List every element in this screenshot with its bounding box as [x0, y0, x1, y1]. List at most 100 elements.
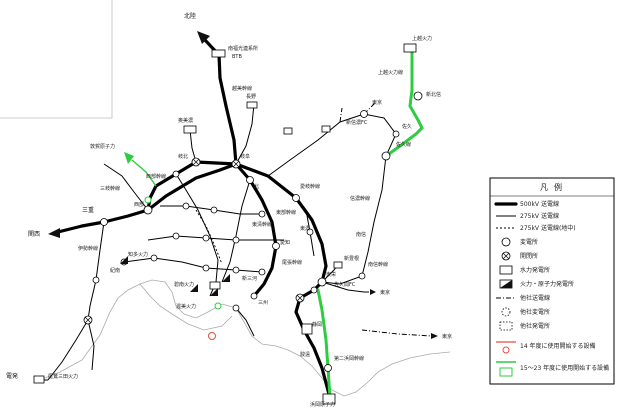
legend-label-new15: 15～23 年度に使用開始する設備: [520, 364, 609, 372]
label-denpatsu: 電発: [6, 372, 18, 380]
legend-label-switching: 開閉所: [520, 252, 538, 260]
node-new-seibu: [144, 196, 152, 204]
node-atsumi-thermal: [190, 284, 198, 292]
label-shinano-line: 信濃幹線: [350, 195, 370, 202]
node-mesh-e: [202, 234, 210, 242]
line-275-ise: [47, 221, 105, 381]
legend-sym-substation: [501, 237, 511, 247]
node-south-sub: [232, 304, 240, 312]
line-other-tokyo-c: [361, 329, 433, 337]
label-hokuriku: 北陸: [184, 12, 196, 20]
node-saku-sub: [392, 130, 400, 138]
node-hydro-a: [283, 127, 293, 135]
node-ena-sub: [292, 194, 300, 202]
line-275-sanki: [103, 163, 149, 211]
node-chita-thermal: [210, 288, 218, 296]
label-saku-line: 佐久線: [396, 141, 411, 148]
legend-sym-switching: [501, 251, 511, 261]
legend-label-new14: 14 年度に使用開始する設備: [520, 342, 596, 350]
node-mesh-c: [232, 236, 240, 244]
node-mesh-k: [258, 268, 266, 276]
line-275-chita: [175, 173, 219, 297]
label-etsumi-line: 越美幹線: [232, 85, 252, 92]
node-mie-sub: [100, 218, 108, 226]
label-nagano: 長野: [246, 93, 256, 100]
legend-sym-new14-node: [502, 346, 510, 354]
label-ise-line: 伊勢幹線: [78, 245, 98, 252]
label-aichi: 愛知: [280, 239, 290, 246]
node-mesh-i: [202, 264, 210, 272]
line-500kv-seibu: [146, 162, 238, 212]
label-btb: BTB: [232, 54, 242, 60]
line-new-joetsu: [384, 48, 424, 158]
node-hekinan-thermal: [222, 274, 230, 282]
arrow-hokuriku: [197, 31, 210, 44]
node-new-atsumi: [214, 302, 222, 310]
node-gifu-hub-switch: [231, 159, 241, 169]
label-tokyo-a: 東京: [372, 99, 382, 106]
label-sakuma: 佐久間FC: [334, 281, 356, 288]
label-joetsu: 上越火力: [412, 35, 432, 42]
label-gifu: 岐北: [178, 153, 188, 160]
line-275-mesh2: [147, 235, 284, 241]
line-500kv-west: [80, 160, 198, 228]
label-hekinan: 碧南火力: [174, 281, 194, 288]
node-mesh-j: [232, 266, 240, 274]
label-toyo: 東濃: [300, 225, 310, 232]
label-tosei-line: 東清幹線: [252, 221, 272, 228]
node-shizuoka-sub: [301, 323, 313, 335]
label-ena-line: 愛岐幹線: [300, 183, 320, 190]
label-mie: 三重: [82, 206, 94, 214]
node-tokyo-a-sub: [360, 110, 368, 118]
label-chita-kaigan: 知多火力: [128, 251, 148, 258]
node-joetsu: [403, 43, 417, 53]
node-gifu-switch: [191, 157, 201, 167]
legend-title: 凡例: [540, 182, 568, 192]
label-joetsu-line: 上越火力線: [378, 69, 403, 76]
node-mesh-g: [150, 254, 158, 262]
legend: 凡例 500kV 送電線 275kV 送電線 275kV 送電線(地中) 変電所…: [489, 177, 615, 385]
line-500kv-kansai: [56, 224, 84, 234]
legend-sym-hydro: [499, 265, 513, 275]
label-owase: 尾鷲三田火力: [48, 373, 78, 380]
label-nanshin-line: 南信幹線: [368, 261, 388, 268]
line-275-nagano: [235, 103, 255, 165]
label-owari-line: 尾張幹線: [282, 259, 302, 266]
legend-label-hydro: 水力発電所: [520, 266, 550, 274]
legend-label-275kv: 275kV 送電線: [520, 212, 559, 220]
line-new-tsuruga: [131, 159, 157, 187]
label-kinan: 紀南: [110, 267, 120, 274]
node-seibu-sub: [143, 205, 153, 215]
node-hamaoka: [322, 393, 336, 405]
label-seibu: 西部: [134, 201, 144, 208]
label-toei: 東栄: [326, 271, 336, 278]
node-mesh-b: [210, 206, 218, 214]
node-sunen-switch: [295, 293, 305, 303]
label-tsuruga: 敦賀原子力: [90, 143, 115, 150]
node-nagano: [246, 101, 258, 109]
arrow-tsuruga: [124, 152, 134, 164]
label-sansyu: 三州: [258, 300, 268, 306]
node-kinan-thermal: [120, 256, 128, 264]
legend-label-other-line: 他社送電線: [520, 294, 550, 302]
node-daini-sub: [324, 364, 332, 372]
node-sansyu-sub: [250, 292, 258, 300]
line-275-east: [295, 197, 315, 257]
label-saku: 佐久: [402, 123, 412, 130]
node-owase: [33, 375, 45, 384]
node-chita-new: [209, 281, 221, 290]
label-kita: 北: [254, 183, 259, 190]
label-atsumi: 渥美火力: [176, 303, 196, 310]
node-owase-switch: [83, 315, 93, 325]
node-ise-sub: [92, 276, 100, 284]
legend-sym-other-gen: [499, 321, 513, 331]
node-sakuma-sub: [310, 286, 318, 294]
node-mesh-f: [172, 232, 180, 240]
line-275-tokyo-b: [321, 281, 365, 293]
line-275-mesh3: [123, 257, 263, 273]
label-daini-hamaoka: 第二浜岡幹線: [334, 355, 364, 362]
line-new-hamaoka: [316, 288, 332, 400]
label-tokyo-c: 東京: [442, 333, 452, 340]
